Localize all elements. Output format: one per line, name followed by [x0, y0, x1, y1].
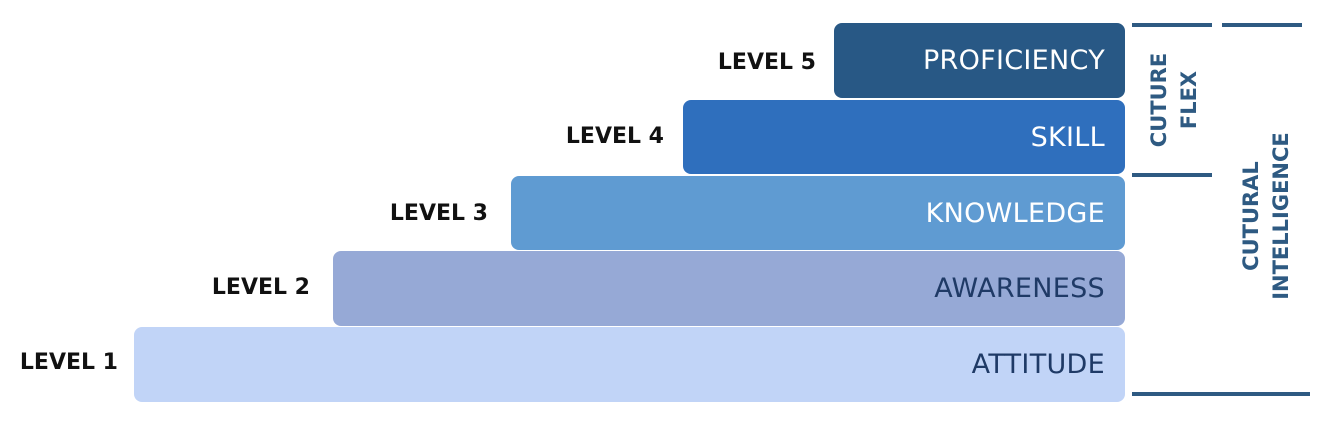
level-3-name: KNOWLEDGE [925, 197, 1105, 229]
culture-flex-bottom-line [1132, 173, 1212, 177]
level-3-label: LEVEL 3 [389, 201, 488, 226]
level-4-name: SKILL [1030, 121, 1105, 153]
level-2-name: AWARENESS [934, 273, 1105, 304]
culture-flex-line2: FLEX [1177, 70, 1201, 130]
level-1-label: LEVEL 1 [19, 350, 118, 375]
level-2-block: AWARENESS [333, 251, 1125, 326]
level-1-block: ATTITUDE [134, 327, 1125, 402]
cultural-intelligence-line1: CUTURAL [1239, 161, 1263, 271]
cultural-intelligence-label: CUTURAL INTELLIGENCE [1236, 116, 1296, 316]
culture-flex-label: CUTURE FLEX [1144, 40, 1204, 160]
level-3-block: KNOWLEDGE [511, 176, 1125, 250]
level-4-block: SKILL [683, 100, 1125, 174]
level-2-label: LEVEL 2 [211, 275, 310, 300]
culture-flex-line1: CUTURE [1147, 52, 1171, 148]
cultural-intelligence-bottom-line [1132, 392, 1310, 396]
level-5-label: LEVEL 5 [717, 50, 816, 75]
cultural-intelligence-line2: INTELLIGENCE [1269, 132, 1293, 300]
level-4-label: LEVEL 4 [565, 124, 664, 149]
culture-flex-top-line [1132, 23, 1212, 27]
cultural-intelligence-top-line [1222, 23, 1302, 27]
level-5-block: PROFICIENCY [834, 23, 1125, 98]
level-1-name: ATTITUDE [971, 349, 1105, 380]
level-5-name: PROFICIENCY [922, 45, 1105, 76]
